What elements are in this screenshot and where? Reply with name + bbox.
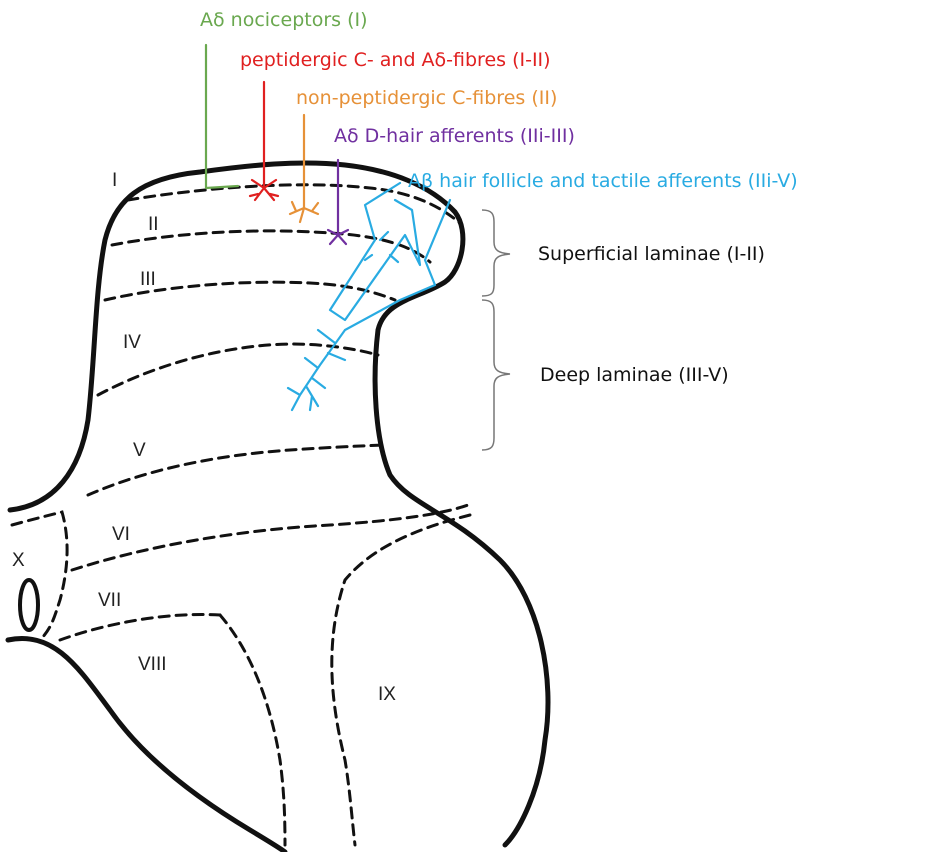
lamina-label-I: I (112, 170, 117, 191)
lamina-label-VI: VI (112, 524, 130, 545)
ab-hair-fiber (288, 183, 450, 410)
border-VII-VIII (60, 614, 220, 640)
lamina-label-V: V (133, 440, 146, 461)
central-canal (20, 580, 38, 630)
border-II-III (112, 231, 430, 262)
non-peptidergic-fiber (290, 115, 318, 222)
border-VIII-IX (220, 615, 285, 845)
lamina-label-IV: IV (123, 332, 141, 353)
grey-matter-outline (10, 163, 548, 845)
label-ab-hair: Aβ hair follicle and tactile afferents (… (408, 170, 798, 192)
lamina-label-III: III (140, 269, 156, 290)
label-non-peptidergic: non-peptidergic C-fibres (II) (296, 87, 557, 109)
lamina-label-VIII: VIII (138, 654, 167, 675)
lamina-label-VII: VII (98, 590, 121, 611)
label-ad-nociceptors: Aδ nociceptors (I) (200, 9, 368, 31)
label-d-hair: Aδ D-hair afferents (IIi-III) (334, 125, 575, 147)
border-VI-VII (72, 505, 468, 570)
label-peptidergic: peptidergic C- and Aδ-fibres (I-II) (240, 49, 551, 71)
peptidergic-fiber (250, 82, 278, 200)
lamina-label-II: II (148, 214, 159, 235)
label-deep-laminae: Deep laminae (III-V) (540, 364, 729, 386)
deep-bracket (482, 300, 510, 450)
superficial-bracket (482, 210, 510, 296)
lamina-label-X: X (12, 550, 25, 571)
label-superficial-laminae: Superficial laminae (I-II) (538, 243, 765, 265)
d-hair-fiber (328, 160, 348, 244)
border-IX (332, 515, 470, 845)
lamina-label-IX: IX (378, 684, 396, 705)
